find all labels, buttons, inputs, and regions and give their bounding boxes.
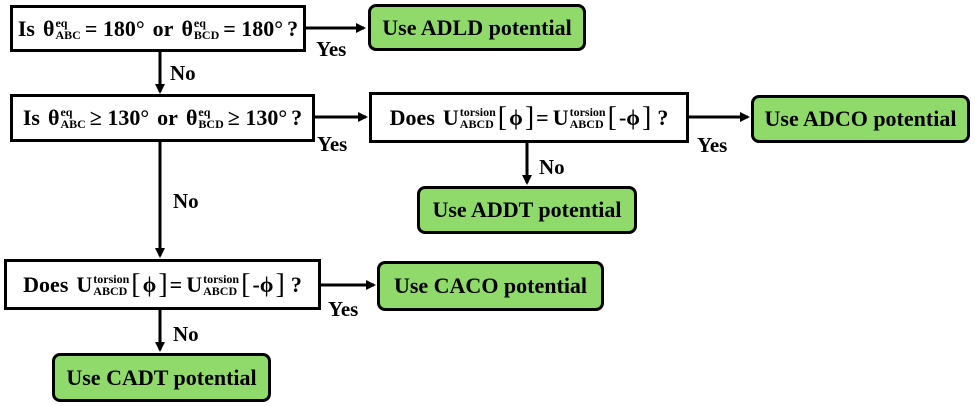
q3-sub-abcd-2: ABCD [569,116,604,131]
q3-u-right: U [552,104,569,130]
q1-theta-abc: θ [43,15,55,41]
q2-sup-eq: eq [60,105,73,119]
q3-sub-abcd: ABCD [459,116,494,131]
q4-sup-torsion: torsion [93,271,130,286]
q2-sup-eq-2: eq [198,105,211,119]
q2-is: Is [22,105,40,130]
label-no-q4: No [173,322,199,346]
label-no-q2: No [173,189,199,213]
label-yes-q2: Yes [317,132,348,156]
q3-qmark: ? [657,104,669,130]
q2-sub-bcd: BCD [198,117,224,131]
q2-qmark: ? [291,105,303,130]
q4-phi: ϕ [142,271,157,297]
q4-does: Does [23,271,69,297]
q1-theta-bcd: θ [181,15,193,41]
q4-u-left: U [76,271,93,297]
q1-is: Is [17,15,35,41]
q3-u-left: U [442,104,459,130]
q2-op1: ≥ 130° [89,105,150,130]
q3-phi: ϕ [509,104,523,130]
q2-theta-abc: θ [47,105,60,130]
q2-op2: ≥ 130° [227,105,288,130]
label-yes-q4: Yes [328,297,359,321]
label-yes-q1: Yes [316,37,347,61]
q2-or: or [157,105,178,130]
label-yes-q3: Yes [697,133,728,157]
q1-sub-abc: ABC [55,27,81,42]
q1-sup-eq-2: eq [193,15,206,30]
label-no-q3: No [539,155,565,179]
result-cadt: Use CADT potential [52,353,271,402]
result-adco: Use ADCO potential [751,95,970,143]
q1-sub-bcd: BCD [193,27,220,42]
q3-sup-torsion: torsion [459,104,496,119]
q4-u-right: U [186,271,203,297]
q3-neg-phi: -ϕ [618,104,640,130]
q1-op2: = 180° [223,15,284,41]
q1-op1: = 180° [84,15,145,41]
q1-qmark: ? [287,15,299,41]
q1-sup-eq: eq [55,15,68,30]
result-caco: Use CACO potential [377,261,604,311]
label-no-q1: No [170,61,196,85]
q2-sub-abc: ABC [60,117,86,131]
result-adld: Use ADLD potential [368,4,586,51]
q4-neg-phi: -ϕ [252,271,274,297]
result-addt: Use ADDT potential [417,186,637,234]
q2-theta-bcd: θ [185,105,198,130]
q1-or: or [152,15,174,41]
q4-sup-torsion-2: torsion [203,271,240,286]
q4-sub-abcd-2: ABCD [203,283,238,298]
q4-sub-abcd: ABCD [93,283,128,298]
q4-equals: = [169,271,183,297]
q3-does: Does [389,104,435,130]
q3-sup-torsion-2: torsion [569,104,606,119]
q3-equals: = [536,104,549,130]
q4-qmark: ? [290,271,302,297]
